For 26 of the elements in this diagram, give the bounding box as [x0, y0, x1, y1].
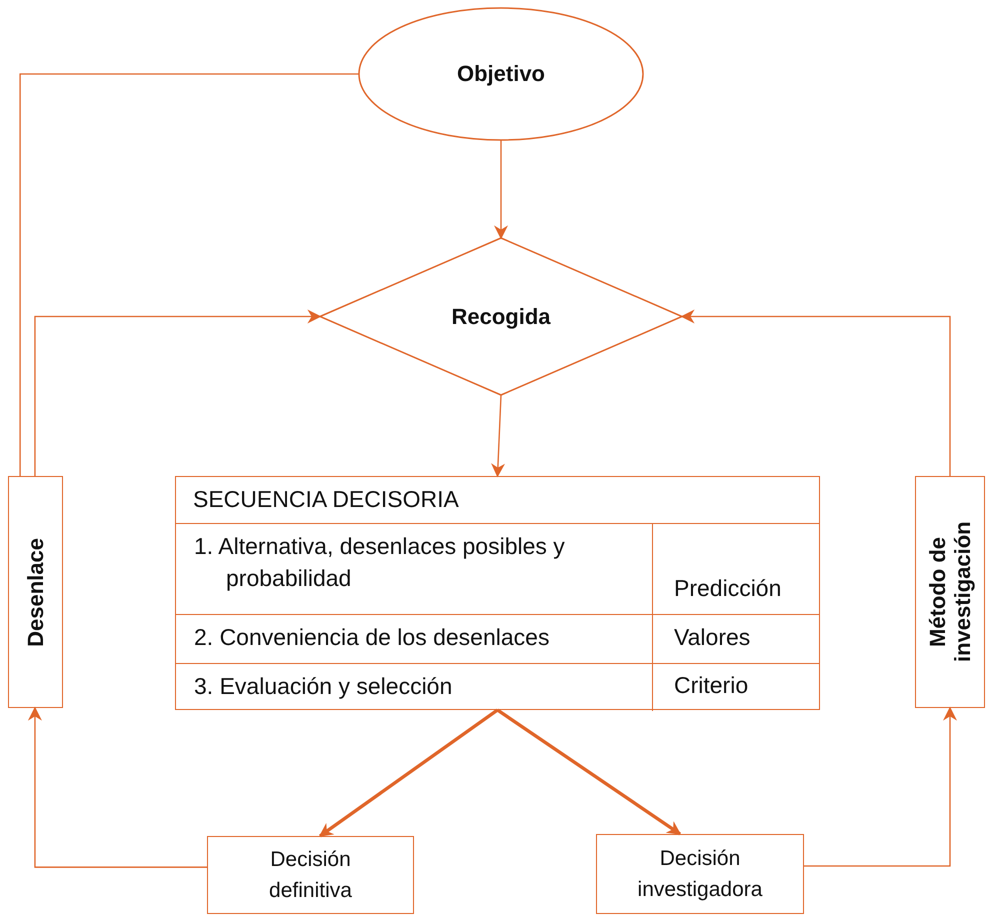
table-cell-text: Predicción — [674, 574, 782, 603]
arrow — [28, 706, 207, 868]
table-cell-text: 1. Alternativa, desenlaces posibles y probabilidad — [194, 532, 566, 593]
arrow — [496, 708, 682, 836]
node-label: Objetivo — [456, 61, 545, 87]
arrow — [494, 140, 508, 240]
node-label: Decisión definitiva — [268, 847, 353, 904]
node-label: Método de investigación — [925, 520, 975, 664]
process-box — [8, 476, 63, 708]
process-box — [596, 834, 804, 914]
table — [175, 476, 820, 710]
table-cell-text: Valores — [674, 623, 750, 652]
table-cell-text: 3. Evaluación y selección — [194, 672, 454, 701]
arrow — [804, 706, 957, 867]
node-label: Decisión investigadora — [636, 846, 764, 903]
arrow — [491, 394, 506, 478]
table-heading: SECUENCIA DECISORIA — [193, 485, 459, 514]
arrow — [680, 310, 951, 476]
node-label: Recogida — [451, 304, 551, 330]
node-label: Desenlace — [23, 538, 48, 646]
arrow — [318, 708, 498, 838]
table-cell-text: 2. Conveniencia de los desenlaces — [194, 623, 550, 652]
process-box — [915, 476, 985, 708]
process-box — [207, 836, 414, 914]
table-cell-text: Criterio — [674, 671, 748, 700]
arrow — [34, 310, 322, 476]
